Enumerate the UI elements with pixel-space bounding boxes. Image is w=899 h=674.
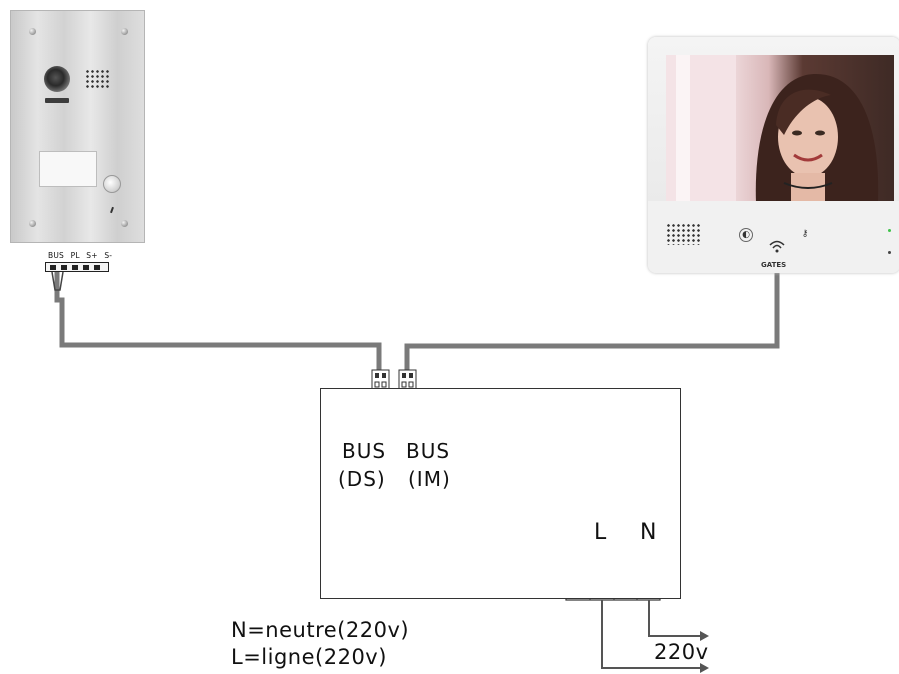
door-station-bus-cable xyxy=(54,272,382,372)
door-station-terminal-strip xyxy=(45,262,109,272)
bus-ds-label: BUS xyxy=(342,439,387,463)
terminal-pin xyxy=(61,265,67,270)
screw-icon xyxy=(121,220,128,227)
speaker-grille-icon xyxy=(666,223,700,245)
terminal-label-n: N xyxy=(640,520,657,545)
call-button-icon xyxy=(103,175,121,193)
terminal-label-pl: PL xyxy=(70,251,80,260)
legend-line: L=ligne(220v) xyxy=(231,645,387,669)
legend-neutral: N=neutre(220v) xyxy=(231,618,410,642)
terminal-pin xyxy=(94,265,100,270)
status-led xyxy=(888,229,891,232)
monitor-control-bar: ◐ ⚷ GATES xyxy=(648,201,899,273)
door-station-panel xyxy=(10,10,145,243)
monitor-screen xyxy=(666,55,894,203)
terminal-label-bus: BUS xyxy=(48,251,64,260)
microphone-icon xyxy=(110,206,114,214)
neutral-supply-wire xyxy=(648,600,700,637)
screw-icon xyxy=(29,220,36,227)
terminal-pin xyxy=(50,265,56,270)
speaker-grille-icon xyxy=(85,69,111,89)
screw-icon xyxy=(29,28,36,35)
terminal-label-s-plus: S+ xyxy=(86,251,98,260)
brand-plate xyxy=(45,98,69,103)
status-led xyxy=(888,251,891,254)
distributor-box xyxy=(320,388,681,599)
terminal-pin xyxy=(83,265,89,270)
bus-ds-sublabel: (DS) xyxy=(338,467,386,491)
line-supply-wire xyxy=(601,600,700,669)
supply-wires xyxy=(601,600,700,669)
intercom-icon: ◐ xyxy=(739,228,753,242)
terminal-pin xyxy=(72,265,78,270)
terminal-label-l: L xyxy=(594,520,607,545)
key-icon: ⚷ xyxy=(801,229,809,239)
monitor-bus-cable xyxy=(404,273,780,372)
bus-im-label: BUS xyxy=(406,439,451,463)
indoor-monitor: ◐ ⚷ GATES xyxy=(648,37,899,273)
bus-im-sublabel: (IM) xyxy=(408,467,451,491)
wifi-icon xyxy=(769,240,785,253)
caller-photo xyxy=(666,55,879,203)
arrow-right-icon xyxy=(700,631,709,641)
camera-lens-icon xyxy=(44,66,70,92)
name-tag xyxy=(39,151,97,187)
door-station-terminal-labels: BUS PL S+ S- xyxy=(48,251,116,260)
supply-voltage-label: 220v xyxy=(654,640,709,664)
monitor-brand-logo: GATES xyxy=(761,261,787,269)
terminal-label-s-minus: S- xyxy=(104,251,113,260)
arrow-right-icon xyxy=(700,663,709,673)
door-station-cable-clip xyxy=(51,271,64,291)
screw-icon xyxy=(121,28,128,35)
